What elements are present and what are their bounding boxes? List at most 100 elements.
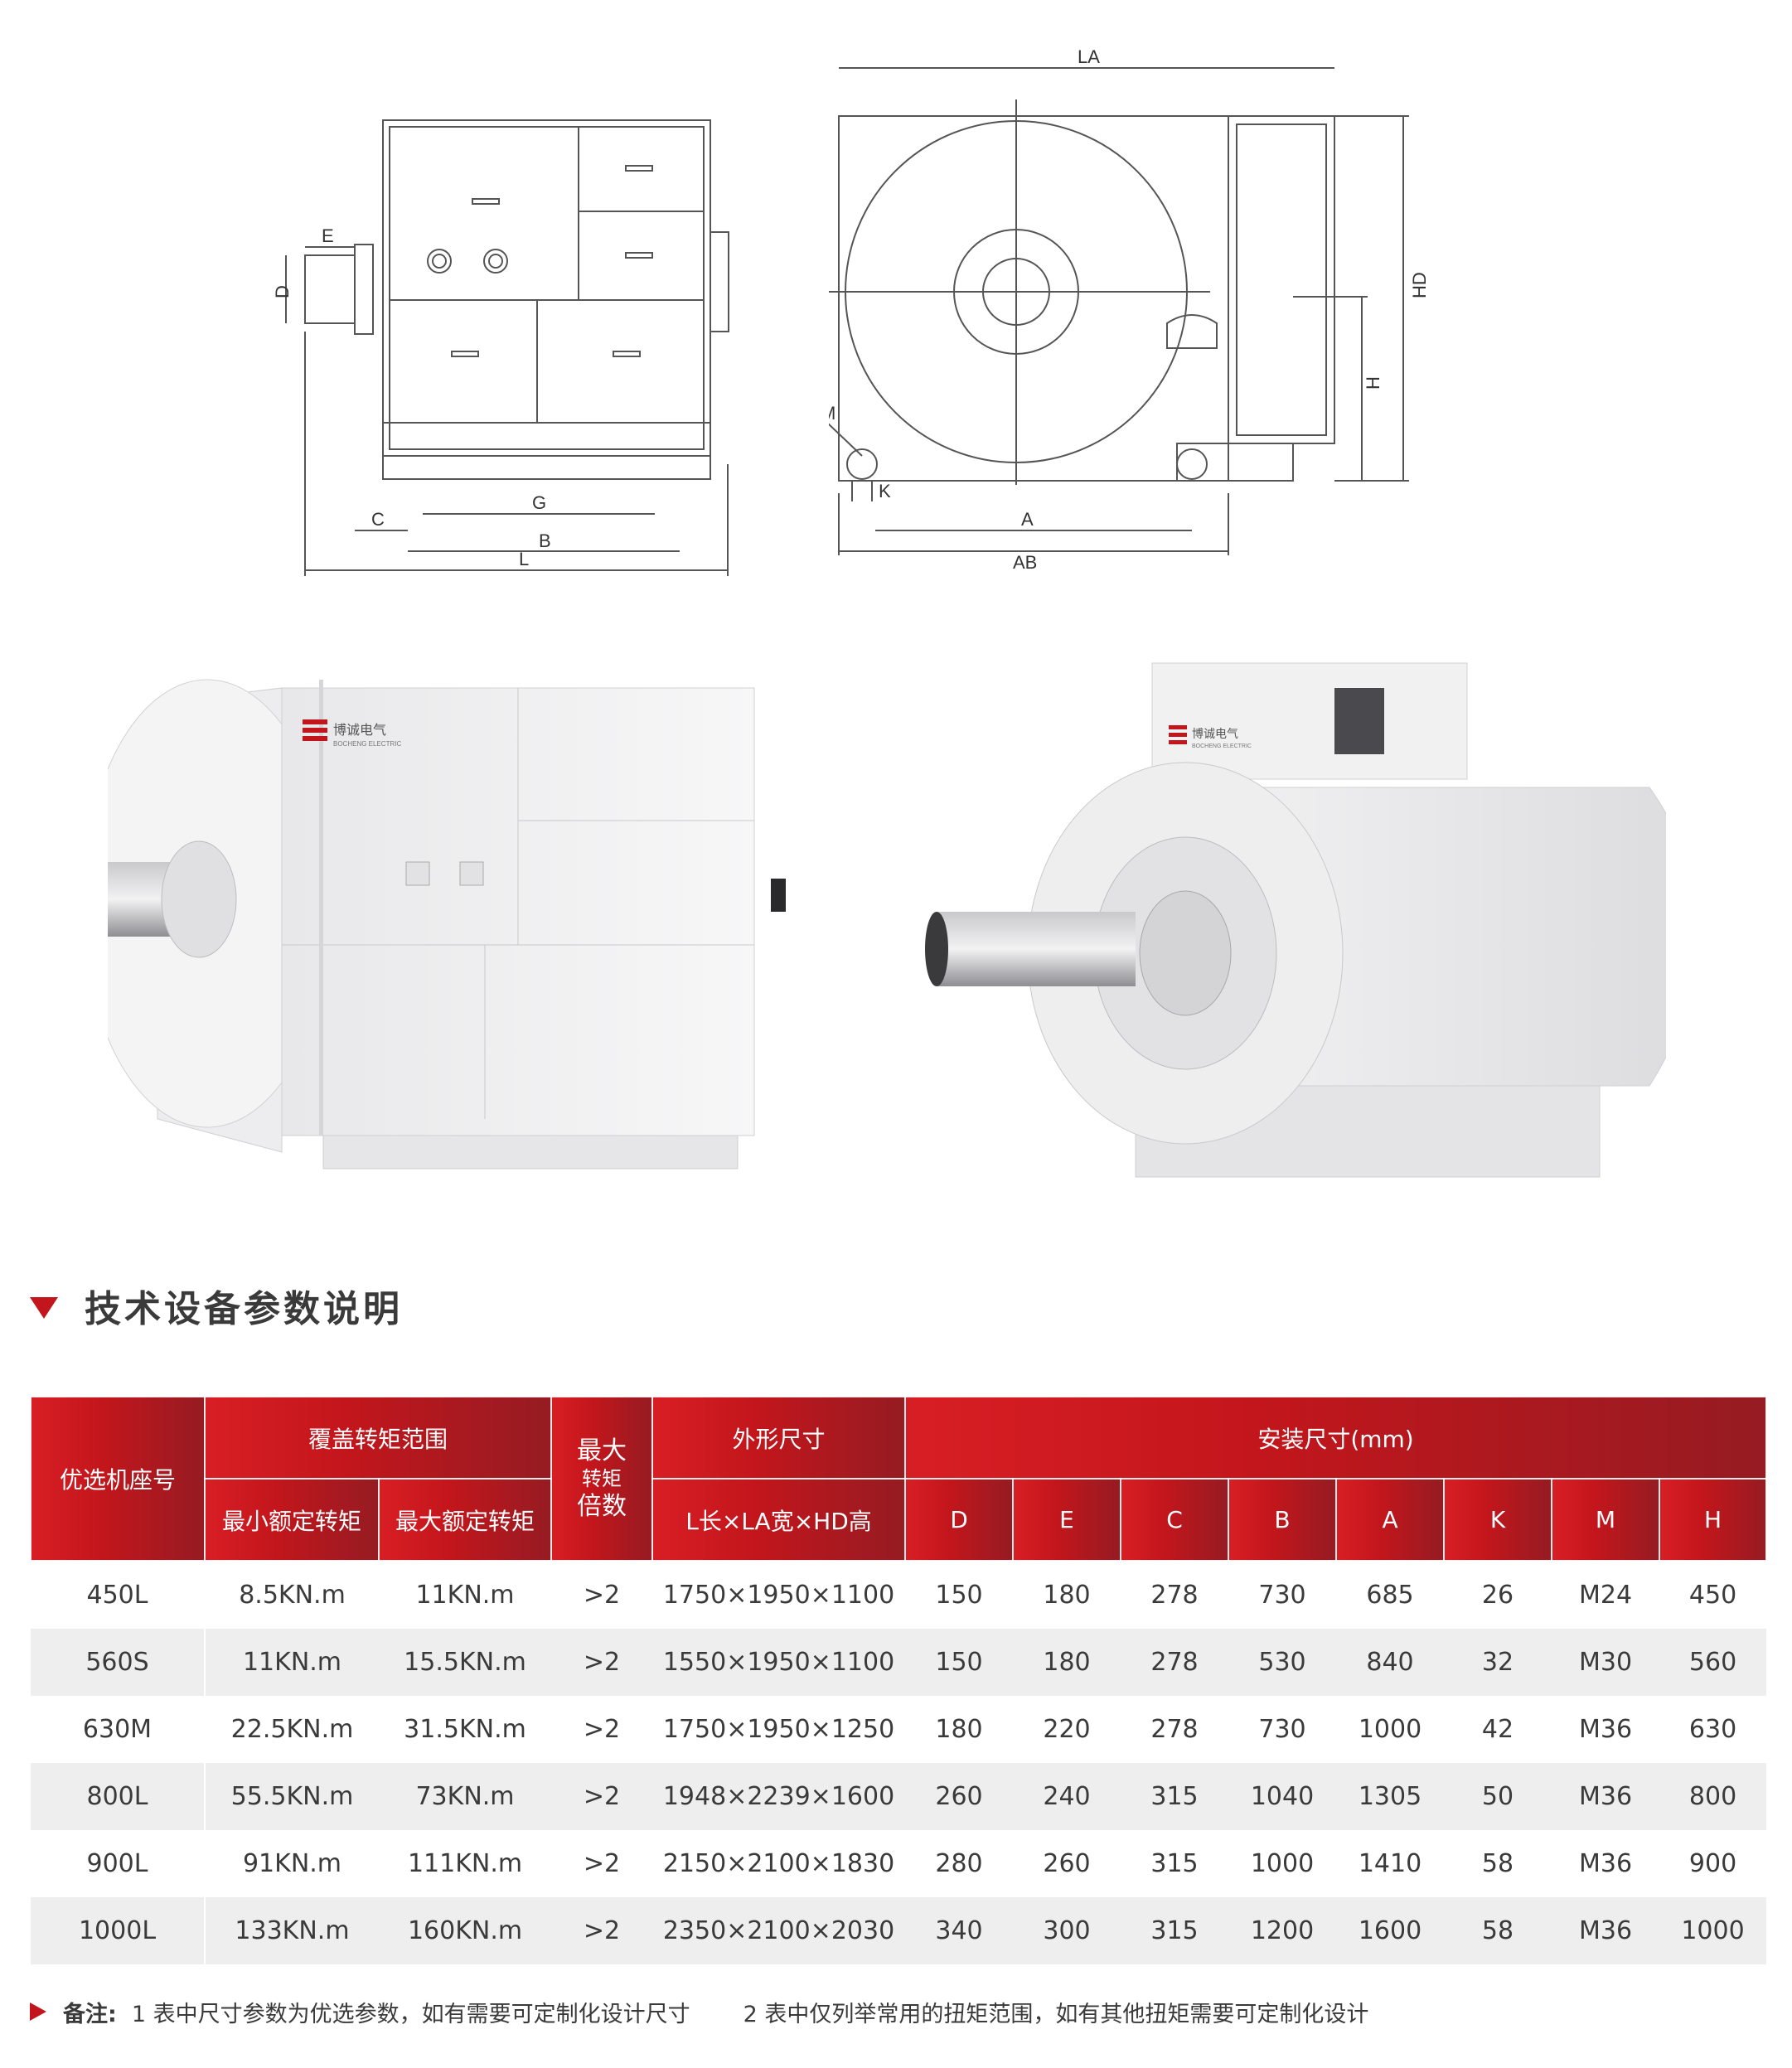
table-cell: 560S (31, 1629, 206, 1696)
table-cell: 1000 (1250, 1849, 1315, 1878)
table-cell: M36 (1578, 1849, 1633, 1878)
table-cell: 278 (1150, 1581, 1199, 1610)
header-outline: 外形尺寸 (651, 1396, 907, 1480)
footnote-note-2: 2 表中仅列举常用的扭矩范围，如有其他扭矩需要可定制化设计 (743, 2001, 1369, 2027)
table-cell: 32 (1444, 1629, 1552, 1696)
table-cell: 111KN.m (407, 1849, 523, 1878)
header-install: 安装尺寸(mm) (904, 1396, 1768, 1480)
table-cell: 1750×1950×1250 (662, 1715, 895, 1744)
table-cell: 280 (935, 1849, 983, 1878)
table-cell: >2 (551, 1629, 653, 1696)
dim-label-h: H (1363, 376, 1383, 390)
section-title: 技术设备参数说明 (85, 1288, 403, 1330)
table-cell: 1000 (1659, 1897, 1767, 1964)
table-cell: 22.5KN.m (230, 1715, 354, 1744)
table-cell: 26 (1481, 1581, 1514, 1610)
table-cell: 50 (1444, 1763, 1552, 1830)
table-cell: 150 (905, 1629, 1014, 1696)
table-cell: 278 (1150, 1715, 1199, 1744)
table-cell: 1600 (1336, 1897, 1445, 1964)
dim-label-m: M (829, 403, 835, 424)
svg-text:BOCHENG ELECTRIC: BOCHENG ELECTRIC (1192, 743, 1252, 749)
table-cell: 900L (31, 1830, 206, 1897)
triangle-bullet-icon (30, 1297, 58, 1319)
table-cell: 58 (1444, 1897, 1552, 1964)
dim-label-e: E (322, 225, 334, 246)
svg-text:BOCHENG ELECTRIC: BOCHENG ELECTRIC (333, 740, 401, 748)
table-cell: 260 (905, 1763, 1014, 1830)
table-cell: 630 (1688, 1715, 1737, 1744)
table-cell: 900 (1688, 1849, 1737, 1878)
table-cell: 160KN.m (379, 1897, 552, 1964)
table-cell: 1200 (1228, 1897, 1337, 1964)
header-col-d: D (904, 1478, 1015, 1562)
table-cell: >2 (583, 1715, 621, 1744)
header-max-ratio: 最大 转矩 倍数 (550, 1396, 654, 1562)
table-cell: 450 (1688, 1581, 1737, 1610)
table-cell: 58 (1481, 1849, 1514, 1878)
table-cell: 180 (935, 1715, 983, 1744)
table-cell: 150 (935, 1581, 983, 1610)
svg-text:博诚电气: 博诚电气 (333, 722, 386, 738)
footnote: 备注: 1 表中尺寸参数为优选参数，如有需要可定制化设计尺寸 2 表中仅列举常用… (30, 1991, 1368, 2032)
header-col-c: C (1120, 1478, 1230, 1562)
table-cell: 11KN.m (415, 1581, 515, 1610)
table-cell: 11KN.m (205, 1629, 379, 1696)
front-view-drawing: LA HD H M K A AB (829, 46, 1430, 573)
dim-label-c: C (371, 509, 385, 530)
table-cell: 2150×2100×1830 (662, 1849, 895, 1878)
cabinet-motor-image: 博诚电气 BOCHENG ELECTRIC (108, 679, 786, 1170)
header-min-torque: 最小额定转矩 (204, 1478, 380, 1562)
table-cell: >2 (551, 1763, 653, 1830)
dim-label-la: LA (1078, 46, 1100, 67)
header-model: 优选机座号 (30, 1396, 206, 1562)
table-cell: 730 (1258, 1581, 1306, 1610)
table-cell: >2 (551, 1897, 653, 1964)
table-cell: M36 (1578, 1715, 1633, 1744)
table-cell: 180 (1043, 1581, 1091, 1610)
table-cell: 8.5KN.m (239, 1581, 346, 1610)
table-cell: >2 (583, 1581, 621, 1610)
table-cell: 530 (1228, 1629, 1337, 1696)
table-cell: 1305 (1336, 1763, 1445, 1830)
footnote-label: 备注: (63, 2001, 117, 2027)
dim-label-g: G (532, 492, 546, 513)
brand-logo: 博诚电气 BOCHENG ELECTRIC (303, 719, 401, 748)
table-cell: 1550×1950×1100 (652, 1629, 906, 1696)
table-cell: 840 (1336, 1629, 1445, 1696)
table-cell: 1948×2239×1600 (652, 1763, 906, 1830)
table-cell: 220 (1043, 1715, 1091, 1744)
header-col-b: B (1228, 1478, 1338, 1562)
table-cell: 800L (31, 1763, 206, 1830)
section-heading: 技术设备参数说明 (30, 1281, 403, 1330)
dim-label-d: D (274, 285, 293, 298)
table-cell: 15.5KN.m (379, 1629, 552, 1696)
table-cell: 91KN.m (242, 1849, 342, 1878)
table-cell: 1000L (31, 1897, 206, 1964)
table-cell: 278 (1121, 1629, 1229, 1696)
arrow-bullet-icon (30, 2003, 46, 2021)
side-view-drawing: E D C G B L (274, 119, 729, 576)
dim-label-hd: HD (1409, 272, 1430, 298)
header-torque-range: 覆盖转矩范围 (203, 1396, 553, 1480)
table-cell: >2 (583, 1849, 621, 1878)
table-cell: 315 (1121, 1897, 1229, 1964)
table-cell: M30 (1552, 1629, 1660, 1696)
dim-label-l: L (519, 549, 529, 569)
table-cell: 2350×2100×2030 (652, 1897, 906, 1964)
header-col-h: H (1659, 1478, 1768, 1562)
table-cell: 630M (31, 1696, 206, 1763)
header-max-torque: 最大额定转矩 (377, 1478, 553, 1562)
header-outline-sub: L长×LA宽×HD高 (651, 1478, 907, 1562)
table-cell: 560 (1659, 1629, 1767, 1696)
table-cell: 55.5KN.m (205, 1763, 379, 1830)
table-cell: 73KN.m (379, 1763, 552, 1830)
table-cell: M24 (1578, 1581, 1633, 1610)
table-cell: M36 (1552, 1763, 1660, 1830)
